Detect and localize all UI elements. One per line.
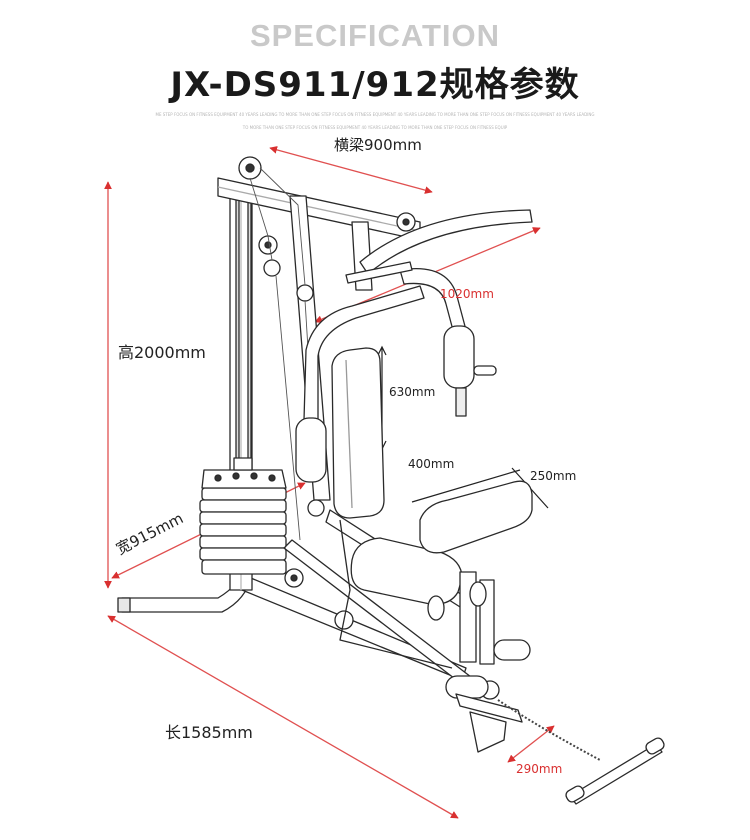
left-arm-pad [295, 417, 327, 483]
backrest-width-label: 400mm [408, 457, 455, 471]
leg-roller-lower [445, 675, 489, 699]
guide-rod-left [235, 199, 240, 466]
lat-bar [359, 209, 533, 275]
pull-chain [497, 699, 601, 761]
weight-stack [199, 457, 287, 575]
backrest-width-line [411, 469, 521, 503]
machine [117, 156, 665, 805]
arm-span-dimension-label: 1020mm [440, 287, 494, 301]
seat-depth-label: 250mm [530, 469, 577, 483]
spec-heading: SPECIFICATION [249, 18, 501, 53]
press-arm-left [303, 285, 425, 431]
product-title: JX-DS911/912规格参数 [170, 65, 580, 105]
length-dimension-line [107, 615, 459, 819]
preacher-pad [419, 480, 533, 554]
backrest-height-label: 630mm [389, 385, 436, 399]
backrest-pad [331, 347, 385, 519]
fine-print-line-1: ME STEP FOCUS ON FITNESS EQUIPMENT 40 YE… [155, 112, 595, 117]
fine-print-line-2: TO MORE THAN ONE STEP FOCUS ON FITNESS E… [242, 125, 508, 130]
beam-dimension-line [269, 146, 433, 194]
beam-dimension-label: 横梁900mm [334, 136, 422, 154]
guide-rod-right [247, 199, 252, 466]
height-dimension-label: 高2000mm [118, 343, 206, 362]
foot-plate-dimension-line [507, 725, 555, 763]
right-arm-pad [443, 325, 475, 389]
foot-plate [455, 693, 523, 723]
length-dimension-label: 长1585mm [165, 723, 253, 742]
leg-roller-upper [493, 639, 531, 661]
foot-plate-dimension-label: 290mm [516, 762, 563, 776]
